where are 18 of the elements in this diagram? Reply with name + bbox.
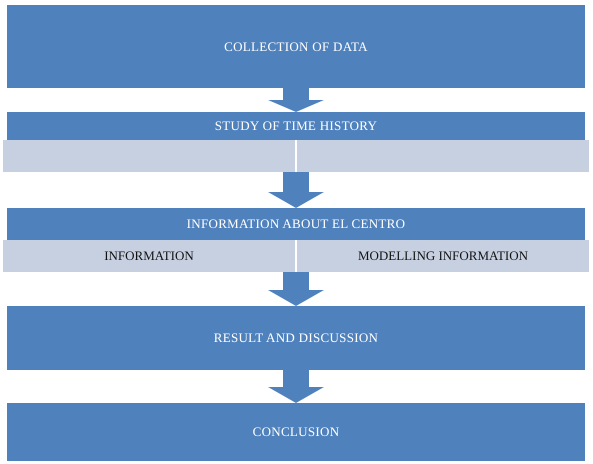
process-box xyxy=(7,306,585,370)
box-label: STUDY OF TIME HISTORY xyxy=(214,118,378,134)
process-box xyxy=(7,403,585,461)
sub-box xyxy=(3,140,295,172)
box-label: COLLECTION OF DATA xyxy=(224,38,368,54)
box-label: MODELLING INFORMATION xyxy=(358,248,528,264)
sub-box xyxy=(3,240,295,272)
block-arrow xyxy=(268,272,324,306)
block-arrow xyxy=(268,88,324,112)
box-label: INFORMATION ABOUT EL CENTRO xyxy=(186,216,406,232)
block-arrow xyxy=(268,370,324,403)
box-label: RESULT AND DISCUSSION xyxy=(214,330,378,346)
sub-box xyxy=(297,240,589,272)
process-box xyxy=(7,5,585,88)
block-arrow xyxy=(268,172,324,208)
box-label: CONCLUSION xyxy=(252,424,340,440)
box-label: INFORMATION xyxy=(104,248,194,264)
sub-box xyxy=(297,140,589,172)
